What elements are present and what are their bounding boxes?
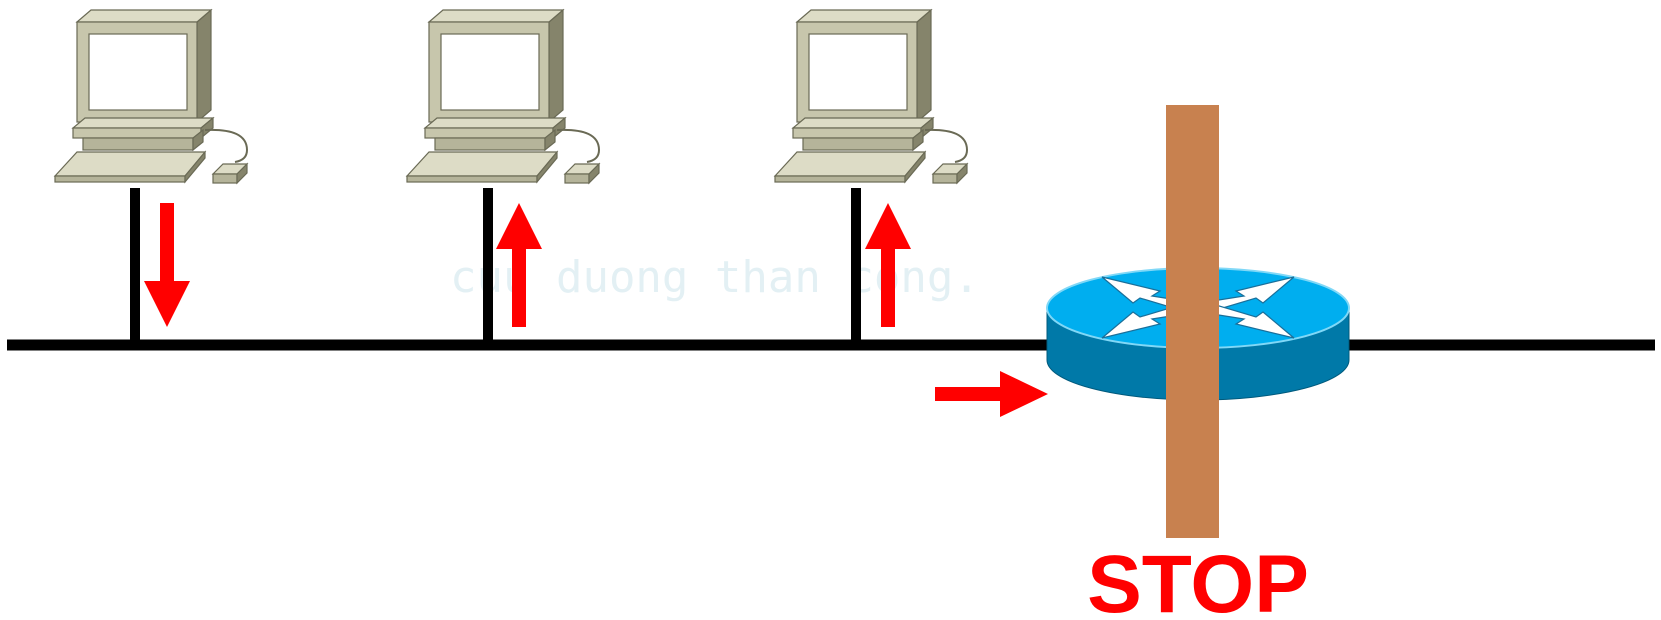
watermark-text: cuu duong than cong. <box>450 252 980 303</box>
arrow-right-icon <box>935 371 1048 417</box>
arrow-down-icon <box>144 203 190 327</box>
desktop-computer-icon <box>774 9 968 184</box>
desktop-computer-icon <box>54 9 248 184</box>
desktop-computer-icon <box>406 9 600 184</box>
stop-label: STOP <box>1087 539 1309 620</box>
barrier-bar <box>1166 105 1219 538</box>
